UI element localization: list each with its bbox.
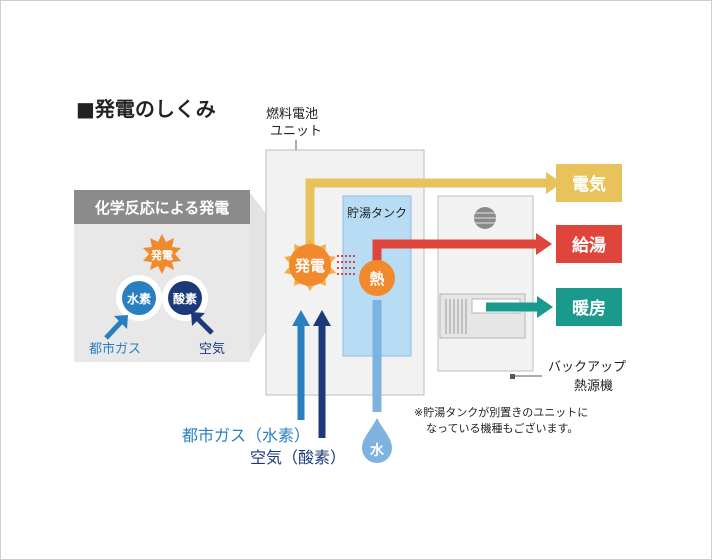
- gas-input-label: 都市ガス（水素）: [182, 426, 310, 445]
- electricity-label: 電気: [572, 174, 606, 195]
- hot-water-box: [556, 225, 622, 263]
- heat-transfer-dashes: [337, 255, 355, 275]
- backup-label-line2: 熱源機: [574, 379, 613, 394]
- backup-heater-grille: [445, 299, 467, 334]
- heating-box: [556, 288, 622, 326]
- inset-gas-arrow: [104, 315, 128, 340]
- unit-label-line1: 燃料電池: [266, 106, 318, 122]
- generation-label: 発電: [294, 257, 325, 275]
- heating-flow-arrow: [486, 296, 553, 318]
- inset-spark-icon: [143, 234, 181, 274]
- backup-heater-vent-icon: [474, 207, 496, 229]
- unit-label-line2: ユニット: [270, 124, 322, 139]
- tank-label: 貯湯タンク: [347, 206, 407, 220]
- inset-heading: 化学反応による発電: [95, 199, 230, 217]
- water-drop-icon: [362, 418, 392, 463]
- water-label: 水: [370, 442, 385, 459]
- generation-circle: [289, 244, 331, 286]
- inset-air-arrow: [191, 312, 214, 335]
- heating-label: 暖房: [572, 298, 606, 319]
- heat-label: 熱: [369, 270, 384, 288]
- heat-circle: [359, 260, 395, 296]
- note-line1: ※貯湯タンクが別置きのユニットに: [414, 405, 588, 419]
- inset-hydrogen-circle: [122, 281, 156, 315]
- electricity-flow-arrow: [305, 172, 562, 262]
- electricity-box: [556, 164, 622, 202]
- air-input-label: 空気（酸素）: [250, 448, 346, 467]
- inset-oxygen-circle: [168, 281, 202, 315]
- air-input-arrow: [313, 310, 331, 438]
- inset-air-label: 空気: [199, 341, 225, 357]
- hot-water-label: 給湯: [572, 235, 606, 256]
- note-line2: なっている機種もございます。: [426, 421, 578, 435]
- backup-label-line1: バックアップ: [548, 360, 626, 375]
- hot-water-flow-arrow: [372, 233, 552, 262]
- backup-label-dot: [510, 374, 515, 379]
- inset-gas-label: 都市ガス: [89, 341, 141, 357]
- page-title: ■発電のしくみ: [76, 97, 216, 121]
- gas-input-arrow: [292, 310, 310, 420]
- inset-spark-label: 発電: [150, 248, 173, 262]
- inset-hydrogen-label: 水素: [127, 291, 151, 306]
- inset-heading-bar: [74, 190, 250, 224]
- inset-oxygen-label: 酸素: [173, 291, 197, 306]
